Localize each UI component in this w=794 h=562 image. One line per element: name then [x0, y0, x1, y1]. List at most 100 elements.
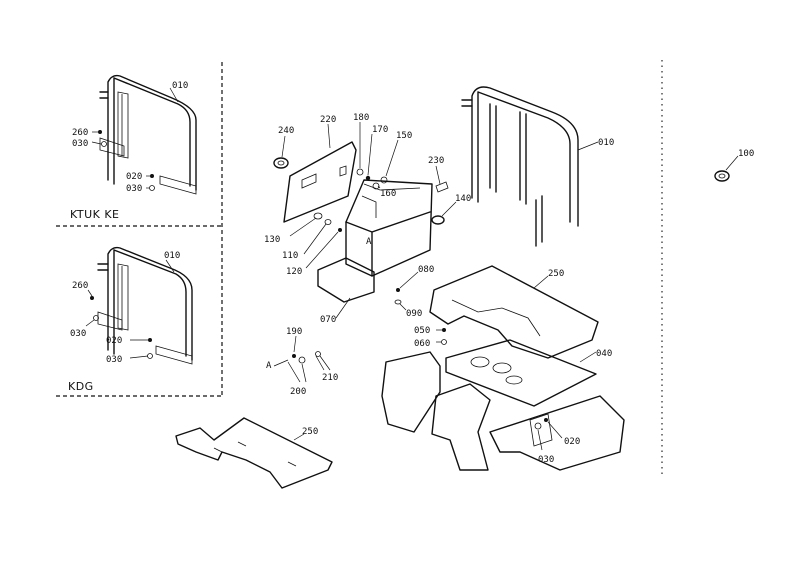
main-assembly: 240 220 180 170 150 160 230 140: [175, 113, 625, 489]
washer-030-main: [534, 422, 542, 430]
floor-mat-250-bottom: [175, 417, 333, 489]
grommet-100: [714, 170, 730, 182]
label-060: 060: [414, 339, 430, 349]
leader-150: [385, 139, 399, 177]
bracket-ktuk: [99, 137, 125, 157]
box-housing: [345, 179, 433, 277]
leader-a-ref-2: [273, 359, 289, 367]
washer-130: [313, 212, 323, 220]
box-housing-edges: [345, 211, 431, 277]
leader-030-ktuk: [91, 141, 102, 145]
grommet-240-inner: [277, 160, 285, 166]
leader-010-kdg: [165, 259, 175, 273]
rail-frame-010: [471, 86, 579, 227]
bolt-160: [372, 182, 380, 190]
label-110: 110: [282, 251, 298, 261]
leader-030b-kdg: [129, 355, 149, 359]
section-dividers: [56, 60, 663, 478]
label-150: 150: [396, 131, 412, 141]
label-190: 190: [286, 327, 302, 337]
bolt-080: [396, 288, 400, 292]
leader-020-main: [547, 421, 563, 439]
leader-040: [579, 351, 597, 363]
washer-030b-ktuk: [149, 185, 155, 191]
floor-mat-250-top: [429, 265, 599, 359]
washer-170: [365, 175, 371, 181]
chassis-side: [381, 351, 441, 433]
nut-110: [324, 219, 332, 225]
leader-110: [303, 223, 327, 255]
bolt-020-kdg: [148, 338, 152, 342]
floor-plate-040: [445, 339, 597, 407]
leader-120: [305, 231, 339, 269]
label-080: 080: [418, 265, 434, 275]
floor-mat-250-top-contour: [451, 299, 541, 337]
washer-060: [441, 339, 447, 345]
label-010-ktuk: 010: [172, 81, 188, 91]
chassis-pillar: [431, 383, 491, 471]
label-040: 040: [596, 349, 612, 359]
label-030b-ktuk: 030: [126, 184, 142, 194]
label-010-big: 010: [598, 138, 614, 148]
label-020-main: 020: [564, 437, 580, 447]
label-050: 050: [414, 326, 430, 336]
floor-plate-040-hole-a: [470, 356, 490, 368]
frame-panel-ktuk: [117, 91, 129, 159]
label-260-ktuk: 260: [72, 128, 88, 138]
frame-panel-kdg: [117, 263, 129, 331]
leader-250-top: [533, 275, 549, 289]
grommet-100-inner: [718, 173, 726, 179]
bolt-120: [338, 228, 342, 232]
chassis-rear: [489, 395, 625, 471]
label-030-kdg: 030: [70, 329, 86, 339]
frame-variant-ktuk: 010 260 030 020 030 KTUK KE: [70, 74, 197, 221]
caption-kdg: KDG: [68, 380, 94, 393]
label-100: 100: [738, 149, 754, 159]
label-a-ref-2: A: [266, 361, 272, 371]
leader-030-kdg: [85, 319, 95, 327]
leader-130: [289, 217, 317, 237]
leader-030-main: [537, 429, 543, 451]
label-030b-kdg: 030: [106, 355, 122, 365]
clip-230: [435, 181, 449, 193]
floor-mat-250-bottom-marks: [213, 441, 297, 467]
leaders-200-210: [287, 355, 331, 383]
floor-plate-040-hole-b: [492, 362, 512, 374]
washer-200: [298, 356, 306, 364]
label-090: 090: [406, 309, 422, 319]
bolt-050: [442, 328, 446, 332]
leader-220: [327, 123, 331, 149]
knob-140: [431, 215, 445, 225]
leader-100: [725, 155, 739, 171]
label-250-top: 250: [548, 269, 564, 279]
label-240: 240: [278, 126, 294, 136]
label-070: 070: [320, 315, 336, 325]
leader-080: [399, 271, 419, 289]
leader-140: [441, 201, 457, 217]
label-230: 230: [428, 156, 444, 166]
leader-170: [367, 133, 373, 176]
grommet-240: [273, 157, 289, 169]
label-170: 170: [372, 125, 388, 135]
bolt-260-kdg: [90, 296, 94, 300]
frame-010-uprights: [489, 103, 527, 205]
bolt-190: [292, 354, 296, 358]
label-140: 140: [455, 194, 471, 204]
base-plate-070: [317, 257, 375, 303]
cover-plate-220: [283, 141, 357, 223]
label-250-bottom: 250: [302, 427, 318, 437]
box-opening: [361, 183, 421, 218]
frame-pin-ktuk: [99, 91, 109, 99]
leader-190: [293, 335, 297, 353]
nut-210: [315, 351, 321, 357]
leader-230: [435, 165, 441, 185]
label-030-ktuk: 030: [72, 139, 88, 149]
part-100-group: 100: [714, 149, 754, 182]
leader-240: [281, 135, 286, 158]
label-120: 120: [286, 267, 302, 277]
washer-090: [394, 299, 402, 305]
label-020-kdg: 020: [106, 336, 122, 346]
washer-030-ktuk: [101, 141, 107, 147]
